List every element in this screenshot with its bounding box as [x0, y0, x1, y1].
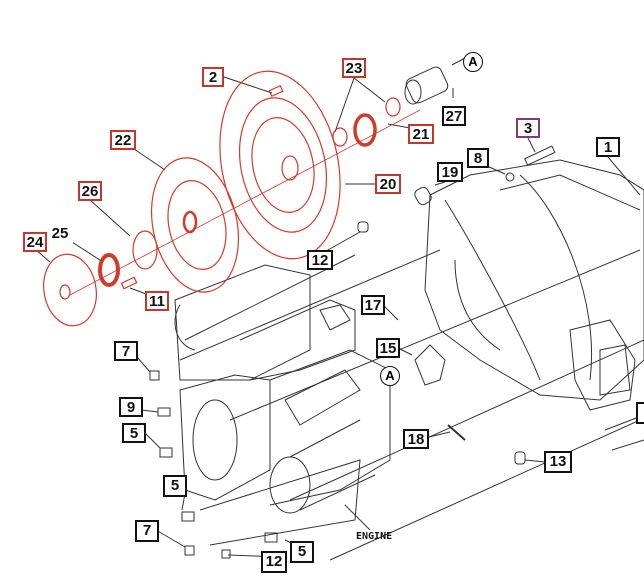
- nut-7-icon: [149, 370, 160, 381]
- callout-12: 12: [307, 250, 333, 270]
- callout-7: 7: [114, 341, 138, 361]
- callout-27: 27: [442, 106, 466, 126]
- callout-17: 17: [361, 295, 385, 315]
- engine-block: [174, 264, 311, 381]
- callout-1: 1: [596, 137, 620, 157]
- callout-8: 8: [467, 148, 489, 168]
- callout-24: 24: [23, 232, 47, 252]
- callout-21: 21: [408, 124, 434, 144]
- callout-5: 5: [290, 541, 314, 563]
- flywheel-20: [219, 70, 341, 260]
- seal-25: [98, 253, 120, 287]
- callout-2: 2: [202, 67, 224, 87]
- callout-5: 5: [163, 475, 187, 497]
- callout-5: 5: [122, 423, 146, 443]
- callout-19: 19: [437, 162, 463, 182]
- clutch-disc-22: [150, 157, 240, 293]
- callout-18: 18: [403, 429, 429, 449]
- callout-20: 20: [375, 174, 401, 194]
- bushing-23a: [332, 127, 348, 147]
- engine-label: ENGINE: [356, 531, 393, 542]
- transmission-housing: [424, 159, 644, 401]
- callout-23: 23: [342, 58, 366, 78]
- marker-a-top: A: [463, 52, 483, 72]
- callout-26: 26: [78, 181, 102, 201]
- callout-15: 15: [376, 338, 400, 358]
- callout-22: 22: [110, 130, 136, 150]
- cover-24: [43, 253, 97, 327]
- callout-1-partial: 1: [636, 402, 644, 424]
- callout-7: 7: [135, 520, 159, 542]
- bolt-2: [268, 84, 284, 98]
- bolt-11: [120, 276, 138, 290]
- callout-12: 12: [261, 551, 287, 573]
- marker-a-bottom: A: [380, 366, 400, 386]
- callout-9: 9: [119, 397, 143, 417]
- callout-25: 25: [47, 223, 73, 243]
- callout-11: 11: [145, 291, 169, 311]
- snap-ring-26: [132, 230, 158, 270]
- callout-13: 13: [544, 451, 572, 473]
- clutch-assembly: [43, 70, 421, 327]
- callout-3: 3: [516, 118, 540, 138]
- bearing-21: [353, 113, 377, 147]
- bushing-23b: [385, 97, 401, 117]
